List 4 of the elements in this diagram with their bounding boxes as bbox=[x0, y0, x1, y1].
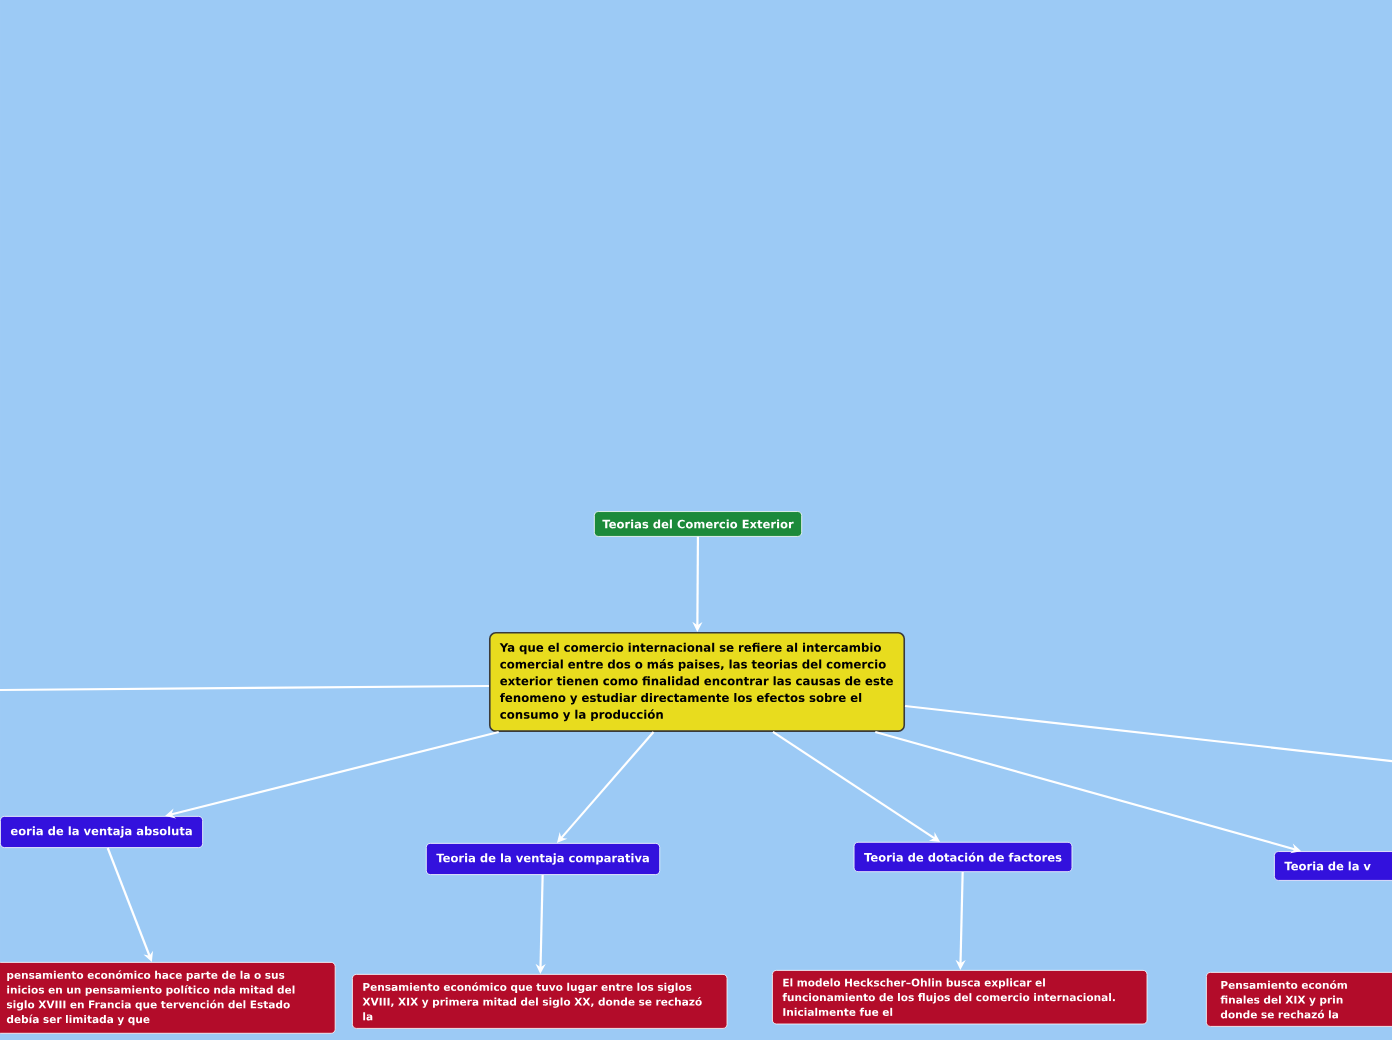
arrow bbox=[165, 730, 499, 819]
arrow bbox=[106, 847, 153, 962]
connector-line bbox=[904, 704, 1392, 764]
connector-line bbox=[0, 684, 489, 692]
